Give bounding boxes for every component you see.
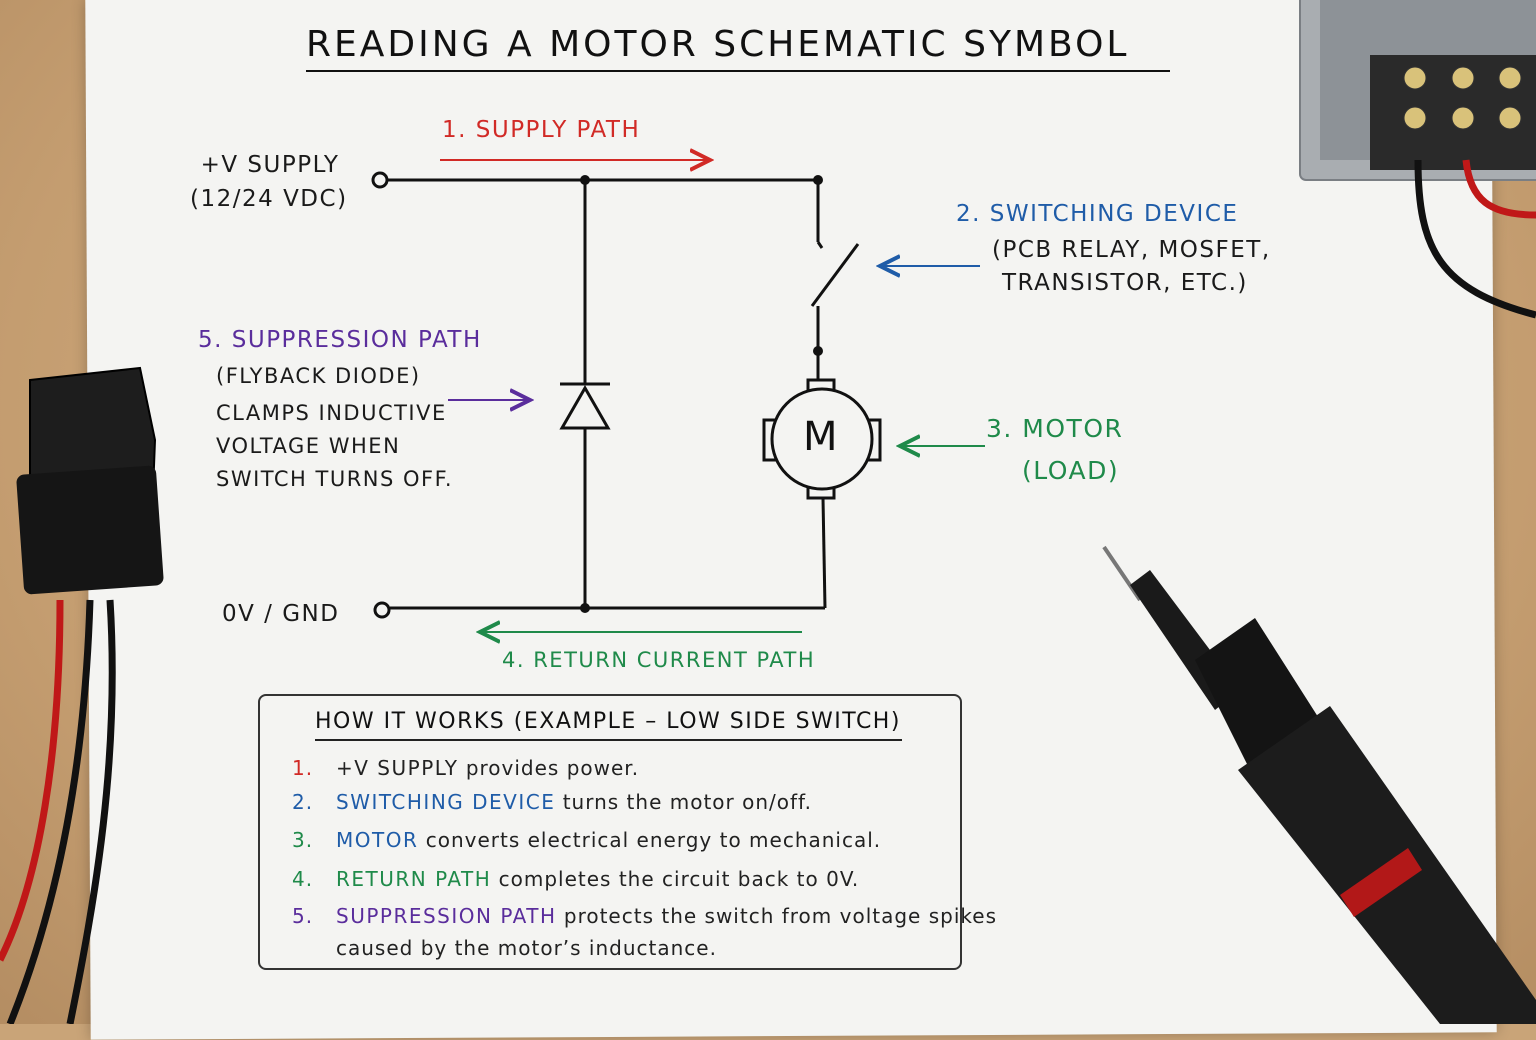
step-text: converts electrical energy to mechanical… — [425, 828, 882, 852]
step-5: 5. SUPPRESSION PATH protects the switch f… — [292, 904, 997, 928]
ground-label: 0V / GND — [222, 601, 340, 627]
step-number: 2. — [292, 790, 314, 814]
supply-label: +V SUPPLY — [190, 152, 350, 178]
step-keyword: RETURN PATH — [336, 867, 492, 891]
step-number: 5. — [292, 904, 314, 928]
how-it-works-underline — [315, 739, 902, 741]
diode-symbol-icon — [559, 382, 611, 430]
junction-node — [580, 603, 590, 613]
junction-node — [580, 175, 590, 185]
junction-node — [813, 175, 823, 185]
step-number: 1. — [292, 756, 314, 780]
supply-terminal — [371, 171, 389, 189]
switching-device-line3: TRANSISTOR, ETC.) — [1002, 270, 1248, 296]
supply-label-line1: +V SUPPLY — [200, 152, 340, 178]
suppression-path-title: 5. SUPPRESSION PATH — [198, 327, 482, 353]
step-keyword: SWITCHING DEVICE — [336, 790, 556, 814]
suppression-line3: CLAMPS INDUCTIVE — [216, 401, 447, 425]
step-number: 3. — [292, 828, 314, 852]
junction-node — [813, 346, 823, 356]
step-3: 3. MOTOR converts electrical energy to me… — [292, 828, 881, 852]
suppression-line2: (FLYBACK DIODE) — [216, 364, 421, 388]
suppression-line5: SWITCH TURNS OFF. — [216, 467, 454, 491]
how-it-works-heading: HOW IT WORKS (EXAMPLE – LOW SIDE SWITCH) — [315, 709, 901, 734]
suppression-line4: VOLTAGE WHEN — [216, 434, 401, 458]
switching-device-title: 2. SWITCHING DEVICE — [956, 201, 1239, 227]
step-keyword: SUPPRESSION PATH — [336, 904, 557, 928]
supply-path-label: 1. SUPPLY PATH — [442, 117, 641, 143]
step-keyword: MOTOR — [336, 828, 419, 852]
return-path-label: 4. RETURN CURRENT PATH — [502, 648, 816, 672]
step-text: completes the circuit back to 0V. — [498, 867, 860, 891]
power-supply-icon — [1299, 0, 1536, 319]
motor-symbol-letter: M — [803, 414, 840, 460]
switching-device-line2: (PCB RELAY, MOSFET, — [992, 237, 1271, 263]
step-text: turns the motor on/off. — [562, 790, 812, 814]
step-1: 1. +V SUPPLY provides power. — [292, 756, 639, 780]
circuit-wires — [387, 178, 827, 610]
step-4: 4. RETURN PATH completes the circuit back… — [292, 867, 859, 891]
ground-terminal — [373, 601, 391, 619]
motor-symbol-icon — [762, 378, 882, 500]
how-it-works-box — [258, 694, 962, 970]
connector-plug-icon — [0, 366, 164, 1024]
step-text: protects the switch from voltage spikes — [563, 904, 997, 928]
step-keyword: +V SUPPLY — [336, 756, 459, 780]
supply-voltage-label: (12/24 VDC) — [190, 186, 348, 212]
page-title: READING A MOTOR SCHEMATIC SYMBOL — [306, 24, 1130, 65]
step-5-continuation: caused by the motor’s inductance. — [336, 936, 717, 960]
motor-load-label: (LOAD) — [1022, 456, 1120, 485]
switch-symbol-icon — [810, 241, 860, 307]
title-underline — [306, 70, 1170, 72]
step-number: 4. — [292, 867, 314, 891]
step-2: 2. SWITCHING DEVICE turns the motor on/of… — [292, 790, 812, 814]
step-text: provides power. — [465, 756, 640, 780]
motor-title: 3. MOTOR — [986, 414, 1124, 443]
multimeter-probe-icon — [1102, 545, 1536, 1024]
